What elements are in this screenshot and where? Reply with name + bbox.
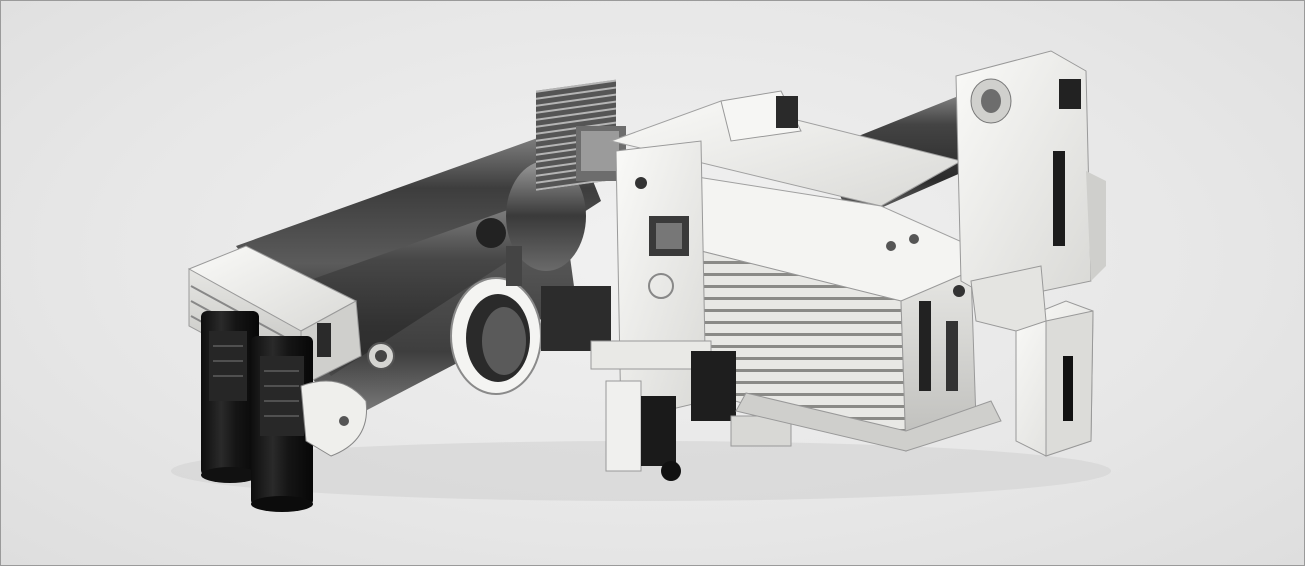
motor	[506, 79, 626, 271]
right-exhaust-housing	[955, 50, 1106, 302]
right-lower-box	[970, 265, 1094, 457]
top-valve-block	[720, 90, 802, 142]
filter-canisters	[201, 311, 313, 512]
ring-flange	[450, 218, 542, 395]
pump-housing	[609, 100, 977, 452]
base-rail	[735, 392, 1002, 452]
lower-valve-cluster	[541, 286, 792, 481]
filter-bracket	[300, 380, 368, 457]
